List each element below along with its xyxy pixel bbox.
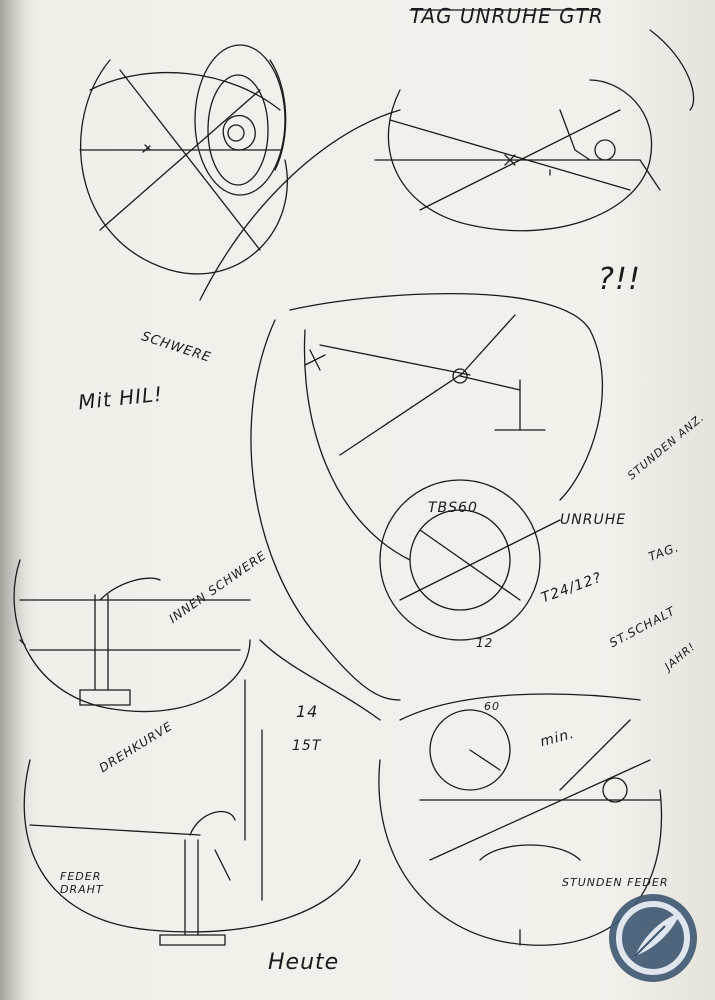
note-heute: Heute — [268, 950, 340, 975]
sketch-left-middle — [13, 559, 251, 713]
note-top-heading: TAG UNRUHE GTR — [410, 4, 604, 28]
sketch-top-right — [374, 9, 695, 232]
note-feder-draht: FEDER DRAHT — [60, 870, 104, 896]
sketch-bottom-left — [23, 679, 361, 946]
sketch-top-left — [79, 44, 288, 275]
note-sixty: 60 — [484, 700, 500, 713]
sketch-central-dial — [250, 292, 604, 701]
note-tbs60: TBS60 — [428, 500, 478, 516]
note-fraction-15t: 15T — [292, 738, 322, 754]
quill-pen-logo — [609, 894, 697, 982]
note-question: ?!! — [598, 262, 641, 297]
page-binding-shadow — [0, 0, 26, 1000]
sketch-bottom-right — [378, 693, 663, 946]
note-unruhe: UNRUHE — [560, 512, 627, 528]
sketch-connecting-curves — [199, 109, 401, 721]
note-twelve: 12 — [476, 636, 494, 650]
note-fraction-14: 14 — [296, 702, 319, 721]
note-stunden-feder: STUNDEN FEDER — [562, 876, 669, 889]
